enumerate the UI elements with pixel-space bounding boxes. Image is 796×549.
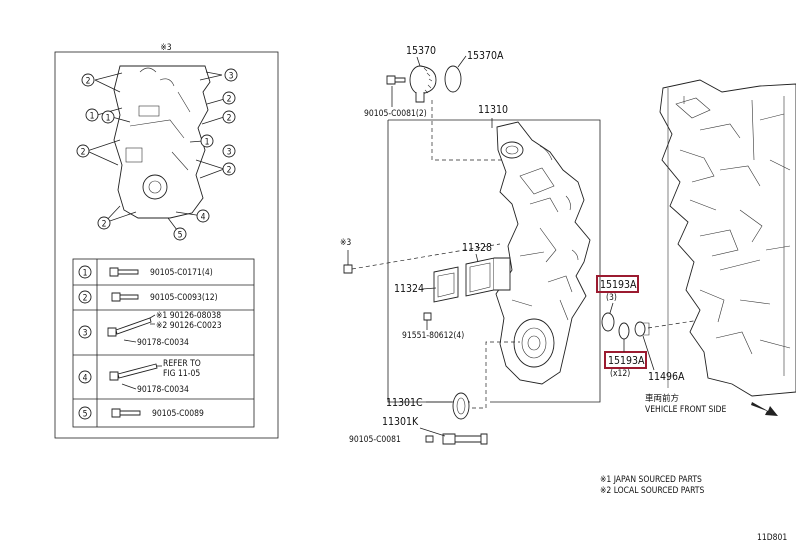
inset-frame [54,51,279,439]
svg-text:90178-C0034: 90178-C0034 [137,338,189,348]
svg-text:4: 4 [83,374,88,384]
timing-cover-11310 [495,121,591,385]
svg-text:REFER TO: REFER TO [163,359,201,369]
inset-callout: 2 [81,73,95,87]
inset-callout: 2 [97,216,111,230]
inset-crank-hole [142,174,168,200]
inset-callouts: 2 3 2 1 1 2 1 2 3 2 3 2 4 5 [76,68,238,241]
inset-callout: 2 [222,110,236,124]
seal-11301C [452,392,470,420]
nozzle-11496A [634,321,650,337]
label-vehicle-front: VEHICLE FRONT SIDE [645,405,726,415]
svg-text:2: 2 [227,95,232,105]
legend-row: 1 90105-C0171(4) [78,265,213,279]
note-1: ※1 JAPAN SOURCED PARTS [600,475,702,485]
svg-text:1: 1 [205,138,210,148]
inset-port [138,105,160,117]
label-90105-C0081-2: 90105-C0081(2) [364,109,427,119]
svg-text:3: 3 [227,148,232,158]
vehicle-front-arrow-icon [751,402,778,416]
inset-callout: 3 [222,144,236,158]
svg-text:2: 2 [86,77,91,87]
label-vehicle-front-jp: 車両前方 [645,393,679,404]
bolt-note3 [343,264,353,274]
label-15193A-top-sub: (3) [606,293,617,303]
legend-row: 3 ※1 90126-08038 ※2 90126-C0023 90178-C0… [78,311,222,348]
inset-callout: 1 [101,110,115,124]
inset-callout: 2 [222,162,236,176]
inset-callout: 5 [173,227,187,241]
inset-callout: 4 [196,209,210,223]
svg-text:90105-C0093(12): 90105-C0093(12) [150,293,218,303]
svg-text:1: 1 [106,114,111,124]
label-15370A: 15370A [467,50,504,62]
svg-text:4: 4 [201,213,206,223]
oring-15370A [444,65,462,93]
label-15370: 15370 [406,45,436,57]
svg-text:3: 3 [83,329,88,339]
label-note3-bolt: ※3 [340,238,351,248]
sensor-11301K [442,433,488,445]
inset-title: ※3 [160,43,171,53]
idler-pulley-15370 [409,65,437,103]
highlight-15193A-bottom [604,351,647,369]
svg-text:90105-C0089: 90105-C0089 [152,409,204,419]
svg-text:90105-C0171(4): 90105-C0171(4) [150,268,213,278]
inset-callout: 3 [224,68,238,82]
svg-text:2: 2 [102,220,107,230]
svg-text:2: 2 [227,166,232,176]
legend-row: 2 90105-C0093(12) [78,290,218,304]
svg-text:5: 5 [178,231,183,241]
label-90105-C0081: 90105-C0081 [349,435,401,445]
highlight-15193A-top [596,275,639,293]
svg-text:3: 3 [229,72,234,82]
engine-block [659,79,796,397]
inset-callout: 2 [222,91,236,105]
svg-text:2: 2 [81,148,86,158]
svg-text:1: 1 [83,269,88,279]
plate-11324 [433,266,459,303]
label-91551-80612: 91551-80612(4) [402,331,464,341]
svg-text:2: 2 [227,114,232,124]
inset-callout: 2 [76,144,90,158]
legend-row: 5 90105-C0089 [78,406,204,420]
svg-text:2: 2 [83,294,88,304]
oring-15193A-bottom [618,322,630,340]
inset-port-2 [125,147,143,163]
label-11301K: 11301K [382,416,419,428]
inset-callout: 1 [85,108,99,122]
bolt-90105-C0081 [425,435,434,443]
label-15193A-top: 15193A [600,279,637,291]
label-11496A: 11496A [648,371,685,383]
bolt-91551 [423,312,432,321]
inset-panel: ※3 2 3 [54,43,279,439]
label-11301C: 11301C [386,397,423,409]
label-11310: 11310 [478,104,508,116]
oring-15193A-top [601,312,615,332]
gasket-11328 [465,257,511,297]
inset-callout: 1 [200,134,214,148]
legend-row: 4 REFER TO FIG 11-05 90178-C0034 [78,359,201,395]
label-11324: 11324 [394,283,424,295]
inset-cover-outline [113,65,211,219]
label-11328: 11328 [462,242,492,254]
svg-text:FIG 11-05: FIG 11-05 [163,369,200,379]
label-15193A-bottom: 15193A [608,355,645,367]
svg-text:5: 5 [83,410,88,420]
svg-text:※2 90126-C0023: ※2 90126-C0023 [156,321,222,331]
bolt-90105-C0081-2 [386,75,406,85]
svg-text:1: 1 [90,112,95,122]
svg-text:※1 90126-08038: ※1 90126-08038 [156,311,221,321]
label-15193A-bottom-sub: (x12) [610,369,630,379]
inset-legend-table: 1 90105-C0171(4) 2 90105-C0093(12) 3 ※1 … [72,258,255,428]
note-2: ※2 LOCAL SOURCED PARTS [600,486,704,496]
figure-code: 11D801 [757,533,787,543]
svg-text:90178-C0034: 90178-C0034 [137,385,189,395]
